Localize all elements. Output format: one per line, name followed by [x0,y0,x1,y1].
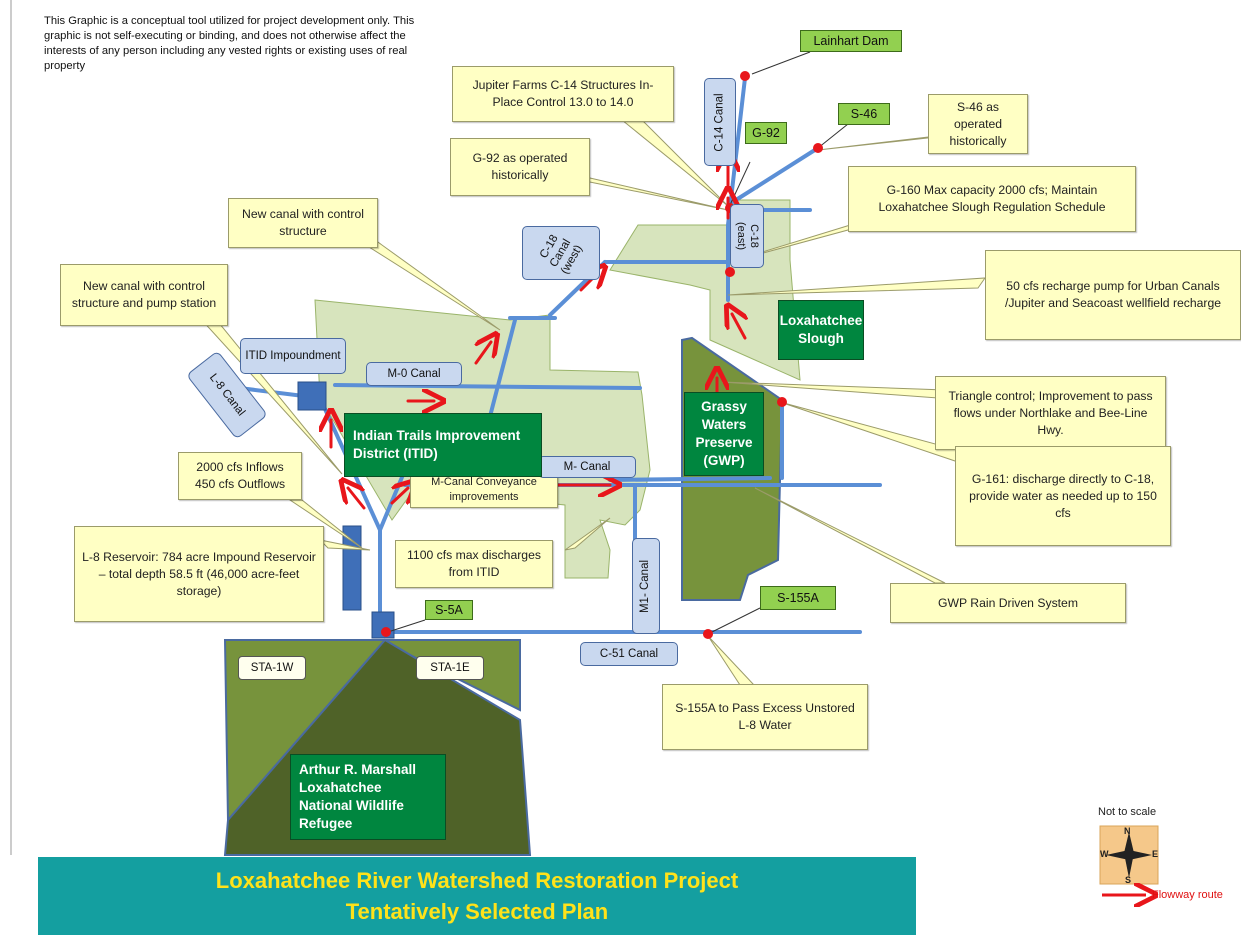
flowway-arrows [331,160,745,510]
callout-mcanal-conveyance: M-Canal Conveyance improvements [410,472,558,508]
loxahatchee-slough-label: Loxahatchee Slough [778,300,864,360]
s46-dot [813,143,823,153]
title-line-2: Tentatively Selected Plan [345,899,609,924]
callout-inflows-outflows: 2000 cfs Inflows 450 cfs Outflows [178,452,302,500]
canal-label-itid-impoundment: ITID Impoundment [240,338,346,374]
canal-label-c51: C-51 Canal [580,642,678,666]
s46-tag: S-46 [838,103,890,125]
title-banner: Loxahatchee River Watershed Restoration … [38,857,916,935]
callout-new-canal-pump: New canal with control structure and pum… [60,264,228,326]
not-to-scale-note: Not to scale [1098,806,1157,818]
structure-dots [381,71,823,639]
canal-label-m: M- Canal [538,456,636,478]
s5a-tag: S-5A [425,600,473,620]
canal-label-c18-east: C-18 (east) [730,204,764,268]
lainhart-dam-tag: Lainhart Dam [800,30,902,52]
compass-w: W [1100,849,1109,859]
canal-label-c14: C-14 Canal [704,78,736,166]
callout-g161: G-161: discharge directly to C-18, provi… [955,446,1171,546]
legend-flowway-label: Flowway route [1152,889,1223,901]
l8-reservoir-block [342,525,362,611]
c18-east-line1: C-18 [748,224,760,248]
callout-jupiter-farms: Jupiter Farms C-14 Structures In-Place C… [452,66,674,122]
title-line-1: Loxahatchee River Watershed Restoration … [215,868,739,893]
compass-e: E [1152,849,1159,859]
callout-new-canal-structure: New canal with control structure [228,198,378,248]
callout-max-discharges: 1100 cfs max discharges from ITID [395,540,553,588]
refuge-label: Arthur R. Marshall Loxahatchee National … [290,754,446,840]
itid-impoundment-block [297,381,327,411]
g161-dot [777,397,787,407]
callout-pointers [198,51,1001,686]
callout-l8-reservoir: L-8 Reservoir: 784 acre Impound Reservoi… [74,526,324,622]
lainhart-dot [740,71,750,81]
canal-label-c18-west: C-18 Canal (west) [522,226,600,280]
sta-1e-label: STA-1E [416,656,484,680]
sta-1w-label: STA-1W [238,656,306,680]
compass-n: N [1124,826,1131,836]
c18-east-line2: (east) [735,221,747,251]
callout-recharge-pump: 50 cfs recharge pump for Urban Canals /J… [985,250,1241,340]
itid-label: Indian Trails Improvement District (ITID… [344,413,542,477]
callout-triangle-control: Triangle control; Improvement to pass fl… [935,376,1166,450]
s5a-dot [381,627,391,637]
canal-label-m0: M-0 Canal [366,362,462,386]
canal-label-m1: M1- Canal [632,538,660,634]
callout-gwp-rain-driven: GWP Rain Driven System [890,583,1126,623]
s155a-tag: S-155A [760,586,836,610]
compass-icon [1099,825,1159,885]
callout-g160: G-160 Max capacity 2000 cfs; Maintain Lo… [848,166,1136,232]
callout-s155a-pass: S-155A to Pass Excess Unstored L-8 Water [662,684,868,750]
callout-g92-historic: G-92 as operated historically [450,138,590,196]
g92-tag: G-92 [745,122,787,144]
disclaimer-text: This Graphic is a conceptual tool utiliz… [44,15,415,72]
callout-s46-historic: S-46 as operated historically [928,94,1028,154]
s155a-dot [703,629,713,639]
g160-dot [725,267,735,277]
grassy-waters-label: Grassy Waters Preserve (GWP) [684,392,764,476]
compass-s: S [1125,875,1132,885]
